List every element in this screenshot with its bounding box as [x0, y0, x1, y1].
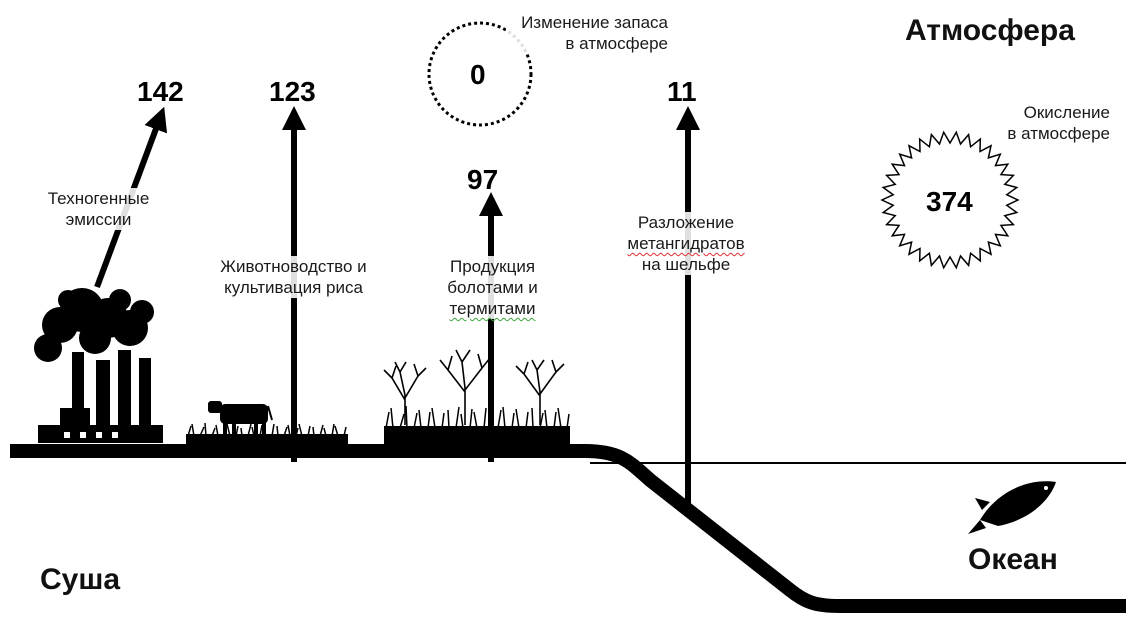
fish-icon	[968, 481, 1056, 534]
oxidation-label-line2: в атмосфере	[1007, 124, 1110, 143]
anthropogenic-label-line2: эмиссии	[65, 210, 132, 229]
wetlands-label-line2: болотами и	[447, 278, 538, 297]
livestock-label-line1: Животноводство и	[220, 257, 367, 276]
atmosphere-label: Атмосфера	[905, 14, 1075, 47]
wetlands-label-line1: Продукция	[449, 257, 536, 276]
oxidation-sun-icon	[880, 130, 1020, 270]
wetlands-value: 97	[467, 164, 499, 195]
grass-icon	[186, 405, 570, 446]
hydrates-label: Разложение метангидратов на шельфе	[610, 212, 762, 275]
hydrates-label-line1: Разложение	[637, 213, 735, 232]
storage-change-label-line1: Изменение запаса	[521, 13, 668, 32]
oxidation-label-line1: Окисление	[1023, 103, 1110, 122]
wetlands-label-line3: термитами	[449, 299, 536, 318]
trees-icon	[383, 349, 565, 425]
ocean-label: Океан	[968, 543, 1058, 576]
hydrates-label-line2: метангидратов	[627, 234, 745, 253]
cow-icon	[208, 401, 273, 436]
anthropogenic-label-line1: Техногенные	[47, 189, 150, 208]
livestock-label: Животноводство и культивация риса	[206, 256, 381, 298]
oxidation-label: Окисление в атмосфере	[986, 102, 1110, 144]
wetlands-label: Продукция болотами и термитами	[435, 256, 550, 319]
anthropogenic-value: 142	[137, 76, 184, 107]
hydrates-value: 11	[667, 76, 697, 107]
anthropogenic-label: Техногенные эмиссии	[36, 188, 161, 230]
livestock-value: 123	[269, 76, 316, 107]
hydrates-label-line3: на шельфе	[641, 255, 731, 274]
storage-change-label-line2: в атмосфере	[565, 34, 668, 53]
oxidation-value: 374	[926, 186, 973, 217]
livestock-label-line2: культивация риса	[224, 278, 363, 297]
factory-icon	[34, 288, 163, 443]
storage-change-circle	[427, 21, 533, 127]
land-label: Суша	[40, 563, 121, 596]
storage-change-label: Изменение запаса в атмосфере	[506, 12, 668, 54]
storage-change-value: 0	[470, 59, 486, 90]
land-surface-line	[10, 444, 1126, 613]
